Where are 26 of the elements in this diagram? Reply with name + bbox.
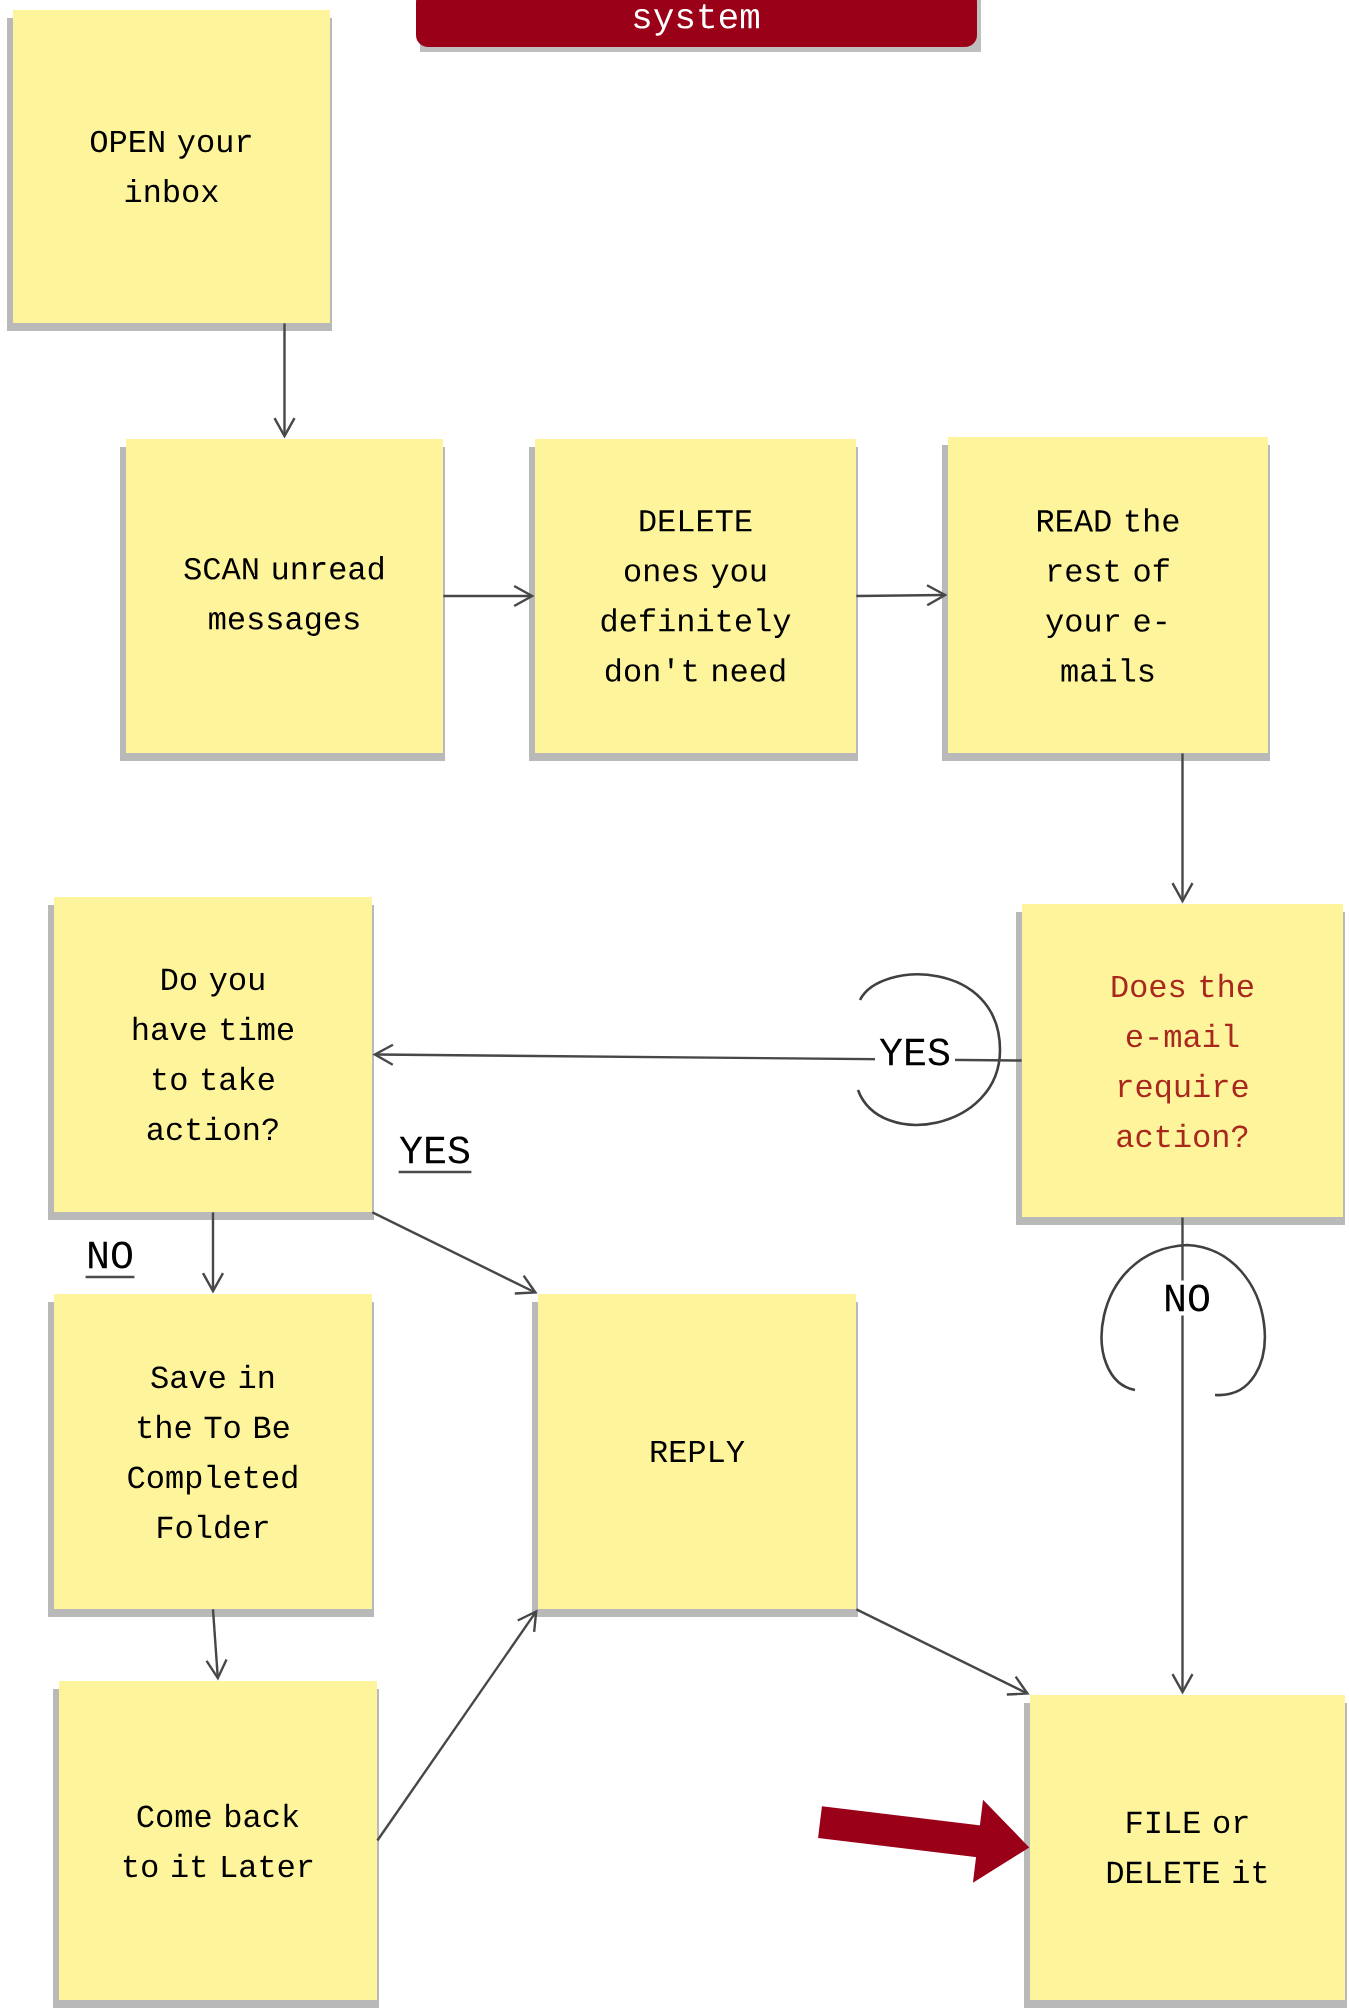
arrow: [1171, 1217, 1194, 1695]
arrow: [273, 323, 296, 439]
sticky-note: FILE or DELETE it: [1024, 1695, 1347, 2008]
sticky-note: SCAN unread messages: [120, 439, 445, 761]
sticky-note: REPLY: [532, 1294, 858, 1617]
sticky-note: READ the rest of your e-mails: [942, 437, 1270, 761]
edge-label: NO: [1159, 1280, 1215, 1316]
sticky-note: DELETE ones you definitely don't need: [529, 439, 858, 761]
arrow: [1171, 753, 1194, 904]
edge-label: YES: [399, 1136, 469, 1164]
sticky-note: Come back to it Later: [53, 1681, 379, 2008]
arrow: [205, 1609, 228, 1681]
sticky-note: OPEN your inbox: [7, 10, 332, 331]
arrow: [856, 584, 948, 607]
arrow: [855, 1608, 1030, 1696]
edge-label: YES: [875, 1034, 955, 1070]
arrow: [372, 1043, 1022, 1066]
sticky-note: Save in the To Be Completed Folder: [48, 1294, 374, 1617]
title-banner: system: [416, 0, 981, 52]
sticky-note: Does the e-mail require action?: [1016, 904, 1345, 1225]
arrow: [371, 1211, 538, 1295]
arrow: [376, 1609, 538, 1842]
sticky-note: Do you have time to take action?: [48, 897, 374, 1220]
edge-label: NO: [89, 1241, 132, 1269]
arrow: [443, 584, 535, 608]
arrow: [201, 1212, 225, 1294]
